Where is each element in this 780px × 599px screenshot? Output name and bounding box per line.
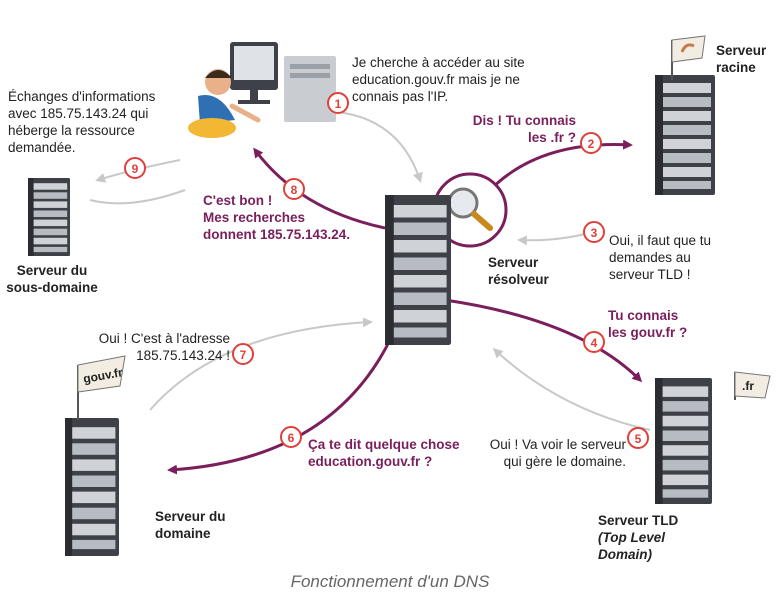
arrow-step-5 bbox=[492, 347, 651, 431]
step-badge-7: 7 bbox=[232, 343, 254, 365]
svg-text:1: 1 bbox=[335, 97, 342, 111]
step-badge-8: 8 bbox=[283, 178, 305, 200]
domain-server-icon bbox=[65, 418, 119, 556]
tld-server-label: Serveur TLD (Top Level Domain) bbox=[598, 513, 679, 562]
arrow-step-8 bbox=[253, 147, 386, 230]
figure-caption: Fonctionnement d'un DNS bbox=[290, 572, 490, 591]
user-computer-icon bbox=[188, 42, 336, 138]
svg-text:6: 6 bbox=[288, 431, 295, 445]
tld-flag-icon: .fr bbox=[734, 371, 771, 400]
svg-text:9: 9 bbox=[132, 162, 139, 176]
step-badge-1: 1 bbox=[327, 92, 349, 114]
step-badge-3: 3 bbox=[583, 221, 605, 243]
svg-text:2: 2 bbox=[588, 137, 595, 151]
step-badge-2: 2 bbox=[580, 132, 602, 154]
step-badge-9: 9 bbox=[124, 157, 146, 179]
arrow-step-6 bbox=[167, 339, 392, 475]
svg-text:7: 7 bbox=[240, 348, 247, 362]
tld-flag-label: .fr bbox=[742, 379, 754, 393]
svg-text:4: 4 bbox=[591, 336, 598, 350]
domain-flag-icon: gouv.fr bbox=[77, 355, 126, 420]
step-badge-5: 5 bbox=[627, 427, 649, 449]
root-flag-icon bbox=[671, 35, 706, 80]
domain-flag-label: gouv.fr bbox=[82, 365, 124, 386]
root-server-icon bbox=[655, 75, 715, 195]
arrow-step-2 bbox=[488, 139, 633, 192]
step-badge-4: 4 bbox=[583, 331, 605, 353]
svg-text:3: 3 bbox=[591, 226, 598, 240]
tld-server-icon bbox=[655, 378, 712, 504]
svg-text:5: 5 bbox=[635, 432, 642, 446]
resolver-server-icon bbox=[385, 195, 451, 345]
arrow-step-1 bbox=[337, 111, 423, 183]
arrow-step-9 bbox=[89, 189, 186, 205]
step-badge-6: 6 bbox=[280, 426, 302, 448]
subdomain-server-icon bbox=[28, 178, 70, 256]
svg-text:8: 8 bbox=[291, 183, 298, 197]
arrow-step-4 bbox=[444, 298, 643, 383]
